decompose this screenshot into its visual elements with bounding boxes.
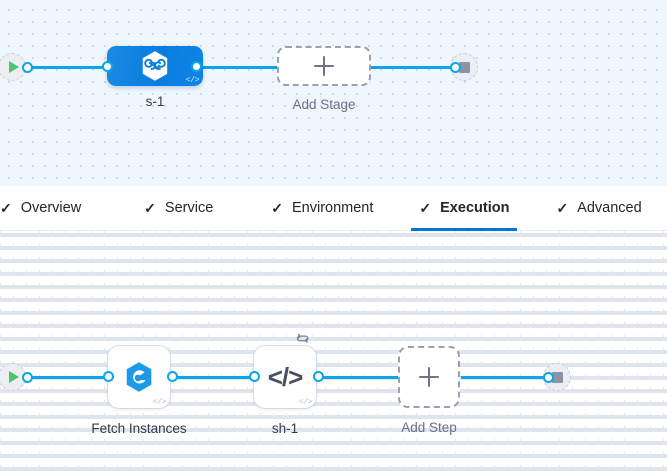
plus-icon [314,56,334,76]
link-start-to-fetch [26,376,110,379]
plus-icon [419,367,439,387]
tab-service-label: Service [164,200,214,216]
tab-overview-label: Overview [20,200,82,216]
fetch-instances-input-port[interactable] [103,371,114,382]
sh-1-output-port[interactable] [313,371,324,382]
harness-hexagon-icon [142,51,168,81]
stop-icon [551,371,563,383]
tab-overview[interactable]: ✓ Overview [0,186,81,230]
stage-tabbar: ✓ Overview ✓ Service ✓ Environment ✓ Exe… [0,186,667,231]
stage-canvas[interactable]: </> s-1 Add Stage [0,0,667,186]
pipeline-start-node[interactable] [0,53,26,81]
link-start-to-stage [26,66,114,69]
tab-execution[interactable]: ✓ Execution [411,186,518,231]
add-stage-label: Add Stage [292,97,356,112]
start-terminal-circle [0,53,26,81]
stage-node-s-1[interactable]: </> [107,46,203,86]
loop-strategy-icon[interactable] [295,330,312,347]
fetch-instances-output-port[interactable] [167,371,178,382]
play-icon [8,61,19,73]
sh-1-code-badge: </> [298,398,313,407]
stage-input-port[interactable] [102,61,113,72]
tab-service[interactable]: ✓ Service [144,186,213,230]
link-addstep-to-end [461,376,550,379]
link-sh1-to-addstep [318,376,400,379]
tab-advanced-label: Advanced [577,200,642,216]
play-icon [8,371,19,383]
stage-code-badge: </> [185,76,200,85]
add-stage-button[interactable] [277,46,371,86]
link-addstage-to-end [370,66,456,69]
check-icon: ✓ [419,200,432,216]
check-icon: ✓ [556,200,569,216]
tab-execution-label: Execution [440,200,510,216]
step-node-sh-1[interactable]: </> </> [254,333,316,408]
harness-swirl-hexagon-icon [126,362,152,392]
stage-output-port[interactable] [191,61,202,72]
execution-start-output-port[interactable] [22,372,33,383]
check-icon: ✓ [144,200,156,216]
add-step-button[interactable] [398,346,460,408]
shell-script-icon: </> [267,362,304,392]
check-icon: ✓ [0,200,12,216]
sh-1-label: sh-1 [271,421,299,436]
stop-icon [458,61,470,73]
stage-label: s-1 [145,94,165,109]
link-fetch-to-sh1 [172,376,256,379]
sh-1-input-port[interactable] [249,371,260,382]
start-output-port[interactable] [22,62,33,73]
fetch-instances-code-badge: </> [152,398,167,407]
execution-end-input-port[interactable] [543,372,554,383]
check-icon: ✓ [271,200,283,216]
canvas-grid [0,231,667,475]
link-stage-to-addstage [196,66,282,69]
execution-canvas[interactable]: </> Fetch Instances </> </> sh-1 Add Ste… [0,231,667,475]
step-node-fetch-instances[interactable]: </> [108,346,170,408]
tab-environment[interactable]: ✓ Environment [271,186,373,230]
tab-advanced[interactable]: ✓ Advanced [556,186,641,230]
end-input-port[interactable] [450,62,461,73]
tab-environment-label: Environment [292,200,374,216]
fetch-instances-label: Fetch Instances [91,421,187,436]
add-step-label: Add Step [401,420,457,435]
